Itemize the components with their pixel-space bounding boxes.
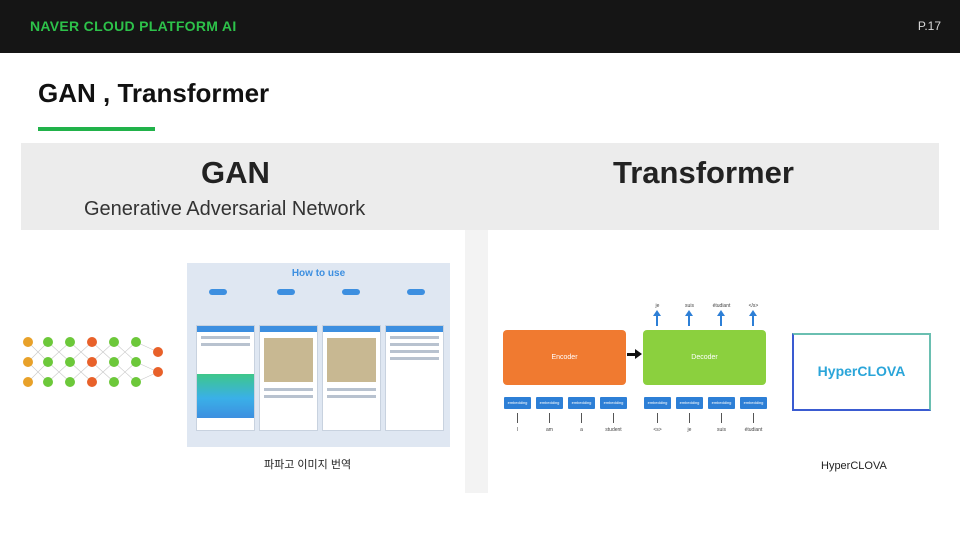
figure-header-band bbox=[21, 143, 939, 230]
embedding-block: embedding bbox=[740, 397, 767, 409]
decoder-input-token: je bbox=[687, 427, 692, 433]
up-arrow-icon bbox=[753, 413, 754, 423]
input-token: student bbox=[605, 427, 622, 433]
phone-screen bbox=[259, 325, 318, 431]
output-arrow-stem bbox=[752, 316, 754, 326]
encoder-block: Encoder bbox=[503, 330, 626, 385]
top-bar: NAVER CLOUD PLATFORM AI P.17 bbox=[0, 0, 960, 53]
embedding-block: embedding bbox=[644, 397, 671, 409]
decoder-block: Decoder bbox=[643, 330, 766, 385]
hyperclova-logo: HyperCLOVA bbox=[817, 363, 906, 379]
output-arrow-stem bbox=[656, 316, 658, 326]
embedding-block: embedding bbox=[536, 397, 563, 409]
input-token: am bbox=[546, 427, 553, 433]
output-arrow-stem bbox=[688, 316, 690, 326]
embedding-block: embedding bbox=[600, 397, 627, 409]
hyperclova-logo-box: HyperCLOVA bbox=[792, 333, 931, 411]
phone-screen bbox=[385, 325, 444, 431]
brand-label: NAVER CLOUD PLATFORM AI bbox=[30, 18, 237, 34]
up-arrow-icon bbox=[689, 413, 690, 423]
embedding-block: embedding bbox=[504, 397, 531, 409]
output-arrow-icon bbox=[749, 310, 757, 316]
output-arrow-icon bbox=[653, 310, 661, 316]
title-underline bbox=[38, 127, 155, 131]
embedding-block: embedding bbox=[676, 397, 703, 409]
step-pill bbox=[277, 289, 295, 295]
output-token: </s> bbox=[748, 303, 759, 309]
embedding-block: embedding bbox=[708, 397, 735, 409]
transformer-title: Transformer bbox=[613, 155, 794, 190]
papago-screenshots: How to use bbox=[187, 263, 450, 447]
embedding-block: embedding bbox=[568, 397, 595, 409]
up-arrow-icon bbox=[613, 413, 614, 423]
output-arrow-stem bbox=[720, 316, 722, 326]
output-token: étudiant bbox=[712, 303, 731, 309]
hyperclova-caption: HyperCLOVA bbox=[821, 460, 887, 472]
papago-caption: 파파고 이미지 번역 bbox=[264, 459, 352, 471]
figure-image: GAN Generative Adversarial Network Trans… bbox=[21, 143, 939, 493]
output-token: suis bbox=[685, 303, 694, 309]
page-number: P.17 bbox=[917, 19, 941, 33]
output-arrow-icon bbox=[717, 310, 725, 316]
slide-title: GAN , Transformer bbox=[38, 78, 270, 108]
input-token: a bbox=[580, 427, 583, 433]
decoder-input-token: <s> bbox=[653, 427, 662, 433]
step-pill bbox=[342, 289, 360, 295]
step-pill bbox=[407, 289, 425, 295]
how-to-use-label: How to use bbox=[291, 268, 346, 279]
decoder-input-token: suis bbox=[717, 427, 726, 433]
arrow-head-icon bbox=[635, 349, 642, 359]
neural-network-icon bbox=[23, 337, 163, 387]
up-arrow-icon bbox=[549, 413, 550, 423]
step-pill bbox=[209, 289, 227, 295]
up-arrow-icon bbox=[517, 413, 518, 423]
phone-button-strip bbox=[197, 374, 254, 418]
gan-title: GAN bbox=[201, 155, 270, 190]
gan-subtitle: Generative Adversarial Network bbox=[84, 198, 366, 220]
up-arrow-icon bbox=[581, 413, 582, 423]
arrow-icon bbox=[627, 353, 637, 356]
decoder-input-token: étudiant bbox=[744, 427, 763, 433]
up-arrow-icon bbox=[721, 413, 722, 423]
up-arrow-icon bbox=[657, 413, 658, 423]
output-token: je bbox=[655, 303, 660, 309]
input-token: I bbox=[516, 427, 519, 433]
phone-screen bbox=[322, 325, 381, 431]
output-arrow-icon bbox=[685, 310, 693, 316]
